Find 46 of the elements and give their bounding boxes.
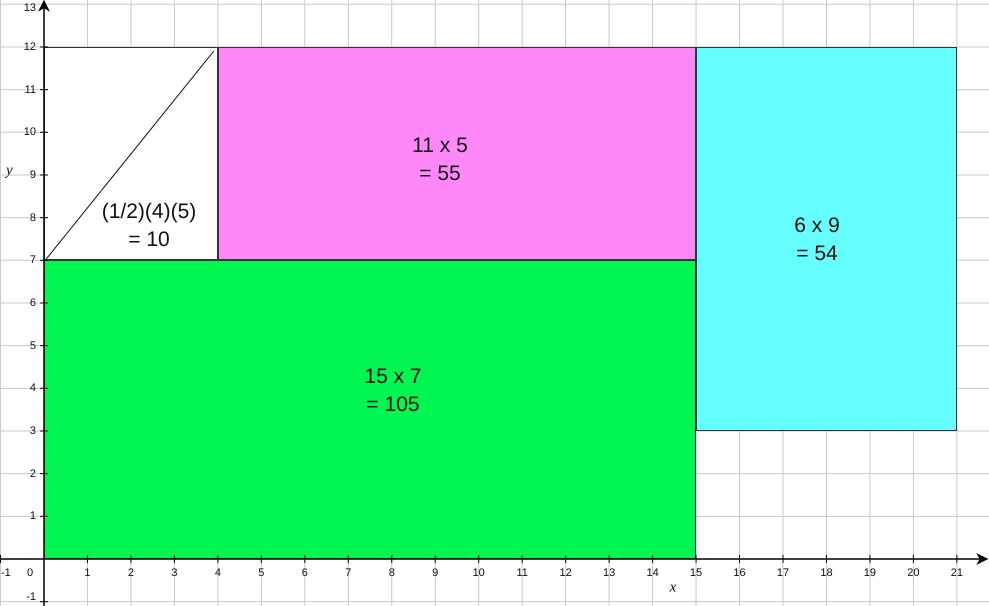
axis-label: x xyxy=(670,580,676,596)
tick-label: 13 xyxy=(602,567,616,579)
tick-label: 1 xyxy=(84,567,91,579)
area-calculation: 6 x 9 = 54 xyxy=(793,212,841,267)
tick-label: 17 xyxy=(776,567,790,579)
tick-label: 7 xyxy=(30,254,36,266)
tick-label: 20 xyxy=(907,567,920,579)
tick-label: 14 xyxy=(646,567,659,579)
tick-label: 3 xyxy=(30,424,36,437)
tick-label: 12 xyxy=(24,40,36,53)
area-calculation: (1/2)(4)(5) = 10 xyxy=(100,198,198,253)
axis-label: y xyxy=(6,162,13,180)
tick-label: 5 xyxy=(258,567,264,579)
tick-label: 19 xyxy=(864,567,876,579)
tick-label: 9 xyxy=(432,567,438,579)
tick-label: 8 xyxy=(30,212,36,224)
tick-label: 21 xyxy=(950,567,963,579)
tick-label: 1 xyxy=(30,510,36,522)
tick-label: 10 xyxy=(24,126,36,138)
area-rectangle xyxy=(44,260,696,559)
tick-label: 9 xyxy=(30,168,36,181)
tick-label: 11 xyxy=(516,567,528,579)
area-rectangle xyxy=(218,46,696,260)
tick-label: 13 xyxy=(24,2,36,14)
tick-label: 10 xyxy=(472,567,485,579)
tick-label: 11 xyxy=(24,84,36,96)
tick-label: -1 xyxy=(26,591,36,603)
tick-label: -1 xyxy=(1,567,11,579)
tick-label: 15 xyxy=(690,567,702,579)
tick-label: 16 xyxy=(733,567,746,579)
tick-label: 5 xyxy=(30,340,36,352)
tick-label: 7 xyxy=(345,567,352,579)
tick-label: 4 xyxy=(30,382,36,394)
tick-label: 6 xyxy=(30,296,36,309)
tick-label: 2 xyxy=(128,567,134,579)
tick-label: 0 xyxy=(26,567,34,579)
area-rectangle xyxy=(696,46,957,431)
area-calculation: 11 x 5 = 55 xyxy=(411,132,469,187)
tick-label: 12 xyxy=(560,567,572,579)
tick-label: 6 xyxy=(302,567,308,579)
tick-label: 18 xyxy=(820,567,833,579)
area-calculation: 15 x 7 = 105 xyxy=(363,364,423,418)
tick-label: 3 xyxy=(171,567,178,579)
tick-label: 4 xyxy=(214,567,221,579)
tick-label: 2 xyxy=(30,468,36,480)
tick-label: 8 xyxy=(388,567,395,579)
